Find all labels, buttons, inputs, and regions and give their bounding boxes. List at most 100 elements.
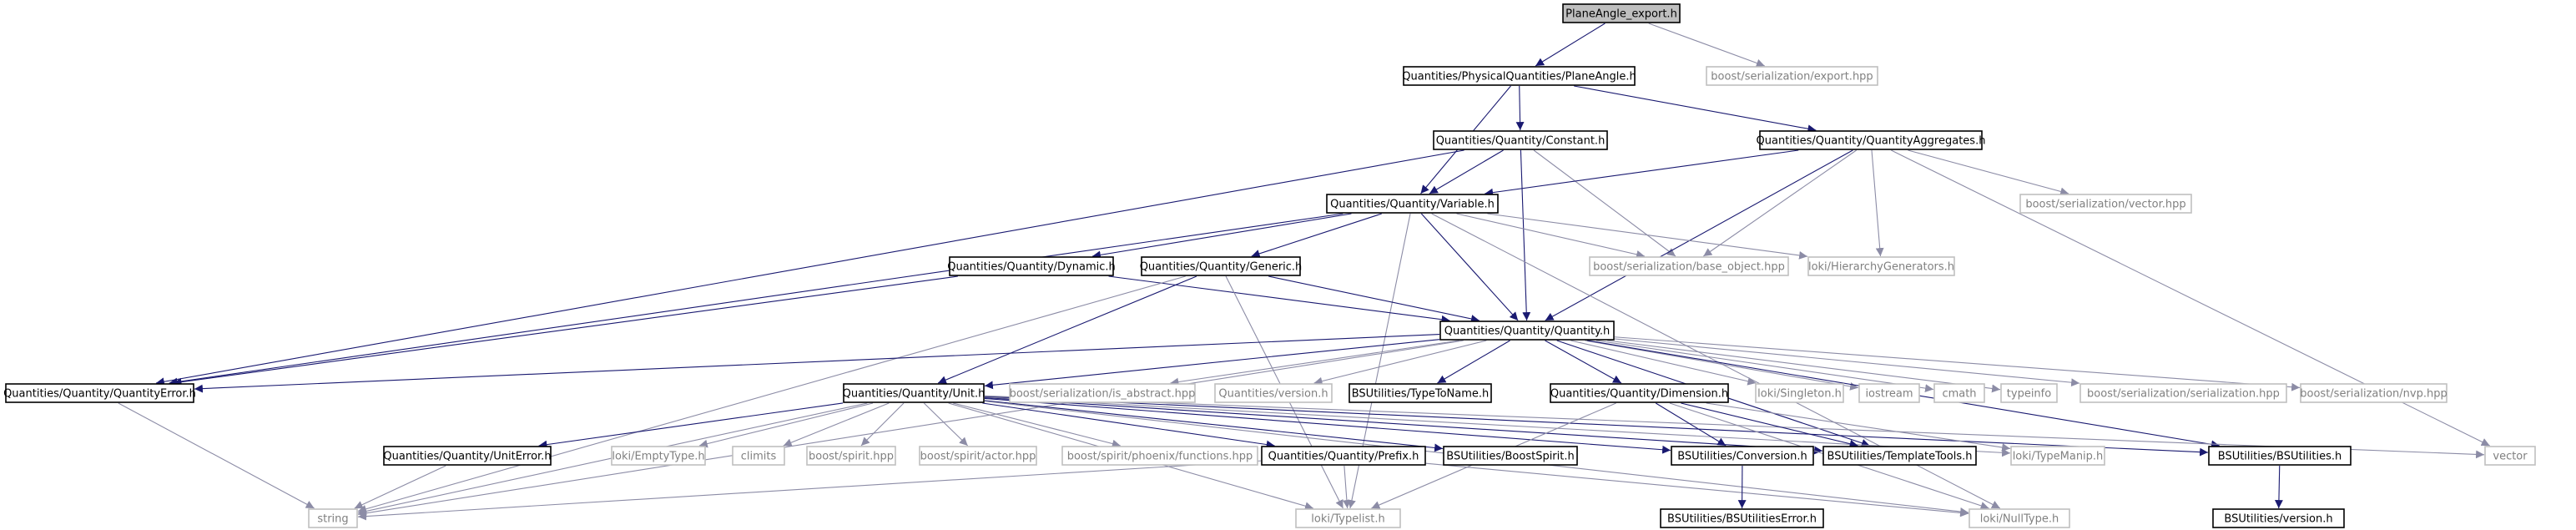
edge-line [1420,213,1519,321]
node-box [1443,446,1578,466]
edge-prefix-to-typelist [1342,465,1351,509]
edge-line [1487,213,1808,260]
edge-planeangle-to-aggregates [1574,85,1817,134]
node-hiergen: loki/HierarchyGenerators.h [1807,256,1955,276]
edge-unit-to-conversion [984,397,1671,454]
node-dimension[interactable]: Quantities/Quantity/Dimension.h [1550,383,1729,403]
node-planeangle[interactable]: Quantities/PhysicalQuantities/PlaneAngle… [1402,66,1636,86]
node-singleton: loki/Singleton.h [1755,383,1844,403]
edge-quantity-to-unit [984,339,1440,390]
edge-line [923,402,969,447]
edge-qerror-to-string [118,402,315,509]
node-conversion[interactable]: BSUtilities/Conversion.h [1671,446,1814,466]
edge-line [1108,275,1450,324]
node-label: typeinfo [2007,388,2051,401]
edge-line [1607,340,2001,393]
edge-dimension-to-templatetools [1681,402,1858,448]
edge-line [1585,340,1859,391]
node-aggregates[interactable]: Quantities/Quantity/QuantityAggregates.h [1757,130,1986,150]
node-generic[interactable]: Quantities/Quantity/Generic.h [1140,256,1303,276]
edge-quantity-to-qversion [1313,340,1487,386]
node-label: loki/Singleton.h [1757,388,1842,401]
node-box [2208,446,2352,466]
node-label: Quantities/Quantity/UnitError.h [383,451,551,463]
node-bsutilities[interactable]: BSUtilities/BSUtilities.h [2208,446,2352,466]
node-nvp: boost/serialization/nvp.hpp [2300,383,2447,403]
node-bserror[interactable]: BSUtilities/BSUtilitiesError.h [1660,508,1824,528]
node-qerror[interactable]: Quantities/Quantity/QuantityError.h [3,383,196,403]
edge-quantity-to-dimension [1545,340,1622,384]
edge-line [1681,402,1858,448]
edge-variable-to-quantity [1420,213,1519,321]
edge-line [1251,213,1382,258]
node-iostream: iostream [1858,383,1920,403]
edge-root-to-planeangle [1535,23,1606,67]
edge-line [118,402,315,509]
node-box [1807,256,1955,276]
edge-line [937,275,1197,384]
node-label: boost/serialization/nvp.hpp [2300,388,2447,401]
node-label: boost/serialization/vector.hpp [2025,199,2185,211]
node-label: Quantities/Quantity/QuantityAggregates.h [1757,135,1986,148]
node-box [949,256,1114,276]
node-label: Quantities/Quantity/Generic.h [1140,261,1303,274]
node-base-object: boost/serialization/base_object.hpp [1589,256,1789,276]
node-label: cmath [1942,388,1976,401]
node-bsversion[interactable]: BSUtilities/version.h [2212,508,2345,528]
edge-prefix-to-nulltype [1425,462,1969,517]
edge-quantity-to-cmath [1596,340,1934,392]
edge-aggregates-to-quantity [1545,149,1853,321]
edge-line [1545,149,1853,321]
node-root[interactable]: PlaneAngle_export.h [1562,3,1681,23]
edge-line [357,275,1186,513]
node-box [2000,383,2058,403]
edge-constant-to-quantity [1520,149,1531,321]
node-emptytype: loki/EmptyType.h [611,446,706,466]
edge-line [2274,465,2283,509]
edge-line [1614,336,2301,391]
edge-quantity-to-serialization [1614,338,2080,387]
node-label: Quantities/Quantity/Quantity.h [1444,326,1611,338]
edge-dynamic-to-quantity [1108,275,1450,324]
node-box [1295,508,1401,528]
node-string: string [308,508,358,528]
node-layer: PlaneAngle_export.hQuantities/PhysicalQu… [3,3,2536,528]
node-label: BSUtilities/TypeToName.h [1352,388,1490,401]
node-actor: boost/spirit/actor.hpp [919,446,1037,466]
node-quantity[interactable]: Quantities/Quantity/Quantity.h [1439,321,1615,341]
edge-quantity-to-iostream [1585,340,1859,391]
edge-line [698,402,874,448]
node-label: boost/spirit/phoenix/functions.hpp [1067,451,1253,463]
node-qversion: Quantities/version.h [1214,383,1333,403]
node-constant[interactable]: Quantities/Quantity/Constant.h [1433,130,1608,150]
edge-constant-to-base_object [1533,149,1676,257]
edge-line [1614,338,2080,387]
node-label: PlaneAngle_export.h [1565,8,1677,21]
edge-line [984,395,2485,459]
edge-line [984,396,2011,457]
node-templatetools[interactable]: BSUtilities/TemplateTools.h [1822,446,1977,466]
node-variable[interactable]: Quantities/Quantity/Variable.h [1326,194,1499,214]
node-boostspirit[interactable]: BSUtilities/BoostSpirit.h [1443,446,1578,466]
edge-line [1456,213,1646,259]
edge-line [1313,340,1487,386]
node-serialization: boost/serialization/serialization.hpp [2079,383,2287,403]
node-typetoname[interactable]: BSUtilities/TypeToName.h [1348,383,1492,403]
edge-variable-to-qerror [169,213,1343,386]
node-prefix[interactable]: Quantities/Quantity/Prefix.h [1261,446,1426,466]
node-unit[interactable]: Quantities/Quantity/Unit.h [843,383,986,403]
edge-constant-to-variable [1429,149,1504,194]
edge-line [155,149,1464,386]
node-uniterror[interactable]: Quantities/Quantity/UnitError.h [383,446,552,466]
node-label: Quantities/Quantity/Variable.h [1330,199,1495,211]
node-label: boost/serialization/base_object.hpp [1593,261,1785,274]
edge-line [1437,340,1510,384]
edge-line [984,396,2209,457]
edge-line [953,402,1121,448]
edge-line [1570,340,1757,386]
node-label: loki/Typelist.h [1311,513,1384,526]
node-label: loki/HierarchyGenerators.h [1808,261,1954,274]
node-label: loki/TypeManip.h [2013,451,2104,463]
node-dynamic[interactable]: Quantities/Quantity/Dynamic.h [947,256,1116,276]
edge-line [169,213,1343,386]
